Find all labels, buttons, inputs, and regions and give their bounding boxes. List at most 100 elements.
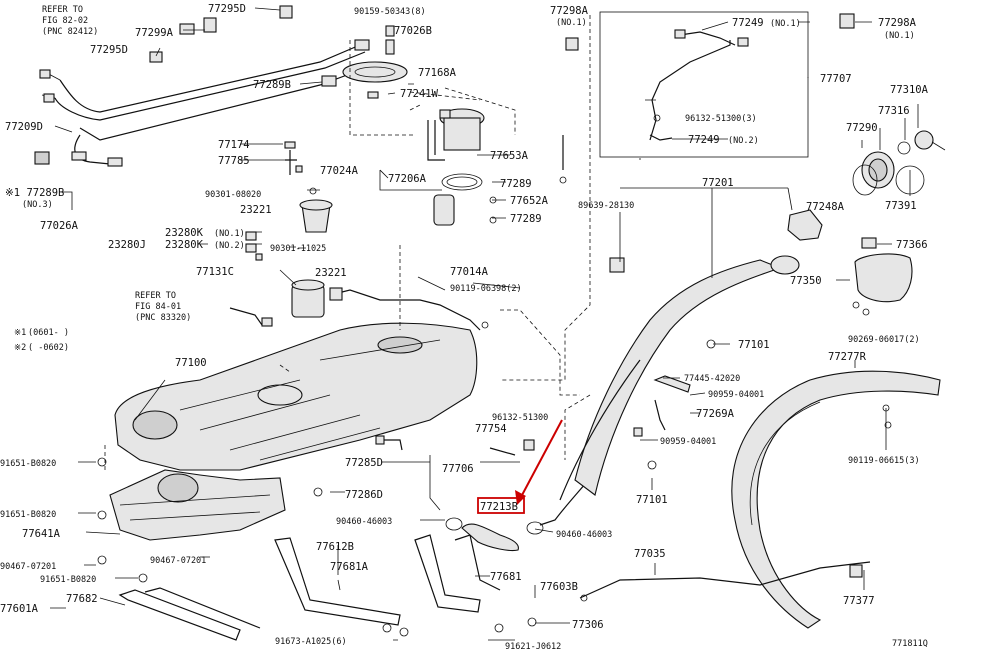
vent-pipe-box — [565, 11, 855, 158]
label-77249-no1: 77249 — [732, 17, 764, 29]
refer2-line1: REFER TO — [135, 291, 176, 301]
label-77289B: 77289B — [253, 79, 291, 91]
label-90301-11025: 90301-11025 — [270, 244, 326, 254]
refer2-line2: FIG 84-01 — [135, 302, 181, 312]
label-23280K-2: 23280K — [165, 239, 204, 251]
label-77612B: 77612B — [316, 541, 354, 553]
label-no3: (NO.3) — [22, 200, 53, 210]
label-77445-42020: 77445-42020 — [684, 374, 740, 384]
label-77168A: 77168A — [418, 67, 457, 79]
label-77286D: 77286D — [345, 489, 383, 501]
label-no1-d: (NO.1) — [884, 31, 915, 41]
tank-protector-and-bands — [97, 457, 537, 641]
label-77391: 77391 — [885, 200, 917, 212]
label-77681A: 77681A — [330, 561, 369, 573]
label-77213B: 77213B — [480, 501, 518, 513]
refer-line1: REFER TO — [42, 5, 83, 15]
label-no1-b: (NO.1) — [556, 18, 587, 28]
label-no2-a: (NO.2) — [214, 241, 245, 251]
label-77603B: 77603B — [540, 581, 578, 593]
label-77641A: 77641A — [22, 528, 61, 540]
highlighted-part-box — [477, 497, 525, 514]
label-77601A: 77601A — [0, 603, 39, 615]
label-90467-07201-b: 90467-07201 — [150, 556, 206, 566]
label-77652A: 77652A — [510, 195, 549, 207]
fuel-tank — [114, 287, 489, 471]
label-77289-b: 77289 — [510, 213, 542, 225]
label-23221: 23221 — [240, 204, 272, 216]
label-90119-06398: 90119-06398(2) — [450, 284, 522, 294]
label-90959-04001-a: 90959-04001 — [708, 390, 764, 400]
label-77290: 77290 — [846, 122, 878, 134]
label-91651-b0820-a: 91651-B0820 — [0, 459, 56, 469]
label-77289B-no3: ※1 77289B — [5, 187, 64, 199]
label-no1-a: (NO.1) — [214, 229, 245, 239]
labels: REFER TO FIG 82-02 (PNC 82412) 77295D 90… — [0, 3, 929, 652]
label-77285D: 77285D — [345, 457, 383, 469]
label-77310A: 77310A — [890, 84, 929, 96]
label-77206A: 77206A — [388, 173, 427, 185]
label-96132-51300-b: 96132-51300 — [492, 413, 548, 423]
label-77707: 77707 — [820, 73, 852, 85]
leader-lines — [50, 7, 919, 641]
label-77785: 77785 — [218, 155, 250, 167]
label-77682: 77682 — [66, 593, 98, 605]
label-77024A: 77024A — [320, 165, 359, 177]
label-77201: 77201 — [702, 177, 734, 189]
label-89639-28130: 89639-28130 — [578, 201, 634, 211]
note1-mark: ※1 — [14, 328, 26, 338]
label-90269-06017: 90269-06017(2) — [848, 335, 920, 345]
label-77306: 77306 — [572, 619, 604, 631]
label-77681: 77681 — [490, 571, 522, 583]
label-77026B: 77026B — [394, 25, 432, 37]
label-77298A-right: 77298A — [878, 17, 917, 29]
refer2-line3: (PNC 83320) — [135, 313, 191, 323]
label-96132-51300: 96132-51300(3) — [685, 114, 757, 124]
label-77026A: 77026A — [40, 220, 79, 232]
label-90460-46003-b: 90460-46003 — [556, 530, 612, 540]
label-77277R: 77277R — [828, 351, 867, 363]
label-91651-b0820-c: 91651-B0820 — [40, 575, 96, 585]
fender-liner — [579, 370, 941, 629]
label-77366: 77366 — [896, 239, 928, 251]
label-77269A: 77269A — [696, 408, 735, 420]
filler-cap-parts — [852, 130, 946, 316]
note2-mark: ※2 — [14, 343, 26, 353]
label-91673-a1025: 91673-A1025(6) — [275, 637, 347, 647]
label-77295D: 77295D — [90, 44, 128, 56]
label-77298A-no1: 77298A — [550, 5, 589, 17]
label-77706: 77706 — [442, 463, 474, 475]
note1-text: (0601- ) — [28, 328, 69, 338]
refer-line2: FIG 82-02 — [42, 16, 88, 26]
label-77035: 77035 — [634, 548, 666, 560]
sender-parts — [229, 141, 333, 327]
label-77289: 77289 — [500, 178, 532, 190]
label-77174: 77174 — [218, 139, 250, 151]
refer-line3: (PNC 82412) — [42, 27, 98, 37]
label-90119-06615: 90119-06615(3) — [848, 456, 920, 466]
label-77299A: 77299A — [135, 27, 174, 39]
label-23221-b: 23221 — [315, 267, 347, 279]
label-90467-07201: 90467-07201 — [0, 562, 56, 572]
fuel-filler-pipe — [559, 209, 823, 501]
catalog-id: 771811Q — [892, 639, 928, 649]
label-77377: 77377 — [843, 595, 875, 607]
note2-text: ( -0602) — [28, 343, 69, 353]
label-91621-j0612: 91621-J0612 — [505, 642, 561, 652]
label-77100: 77100 — [175, 357, 207, 369]
label-23280J: 23280J — [108, 239, 146, 251]
label-77350: 77350 — [790, 275, 822, 287]
label-77249-no2: 77249 — [688, 134, 720, 146]
label-77754: 77754 — [475, 423, 507, 435]
label-90959-04001-b: 90959-04001 — [660, 437, 716, 447]
label-77248A: 77248A — [806, 201, 845, 213]
label-77101-b: 77101 — [636, 494, 668, 506]
fuel-pipe-assembly — [34, 5, 370, 167]
fuel-pump-assembly — [342, 25, 567, 226]
label-90460-46003-a: 90460-46003 — [336, 517, 392, 527]
label-23280K-1: 23280K — [165, 227, 204, 239]
highlight-arrow — [477, 419, 563, 514]
label-77131C: 77131C — [196, 266, 234, 278]
